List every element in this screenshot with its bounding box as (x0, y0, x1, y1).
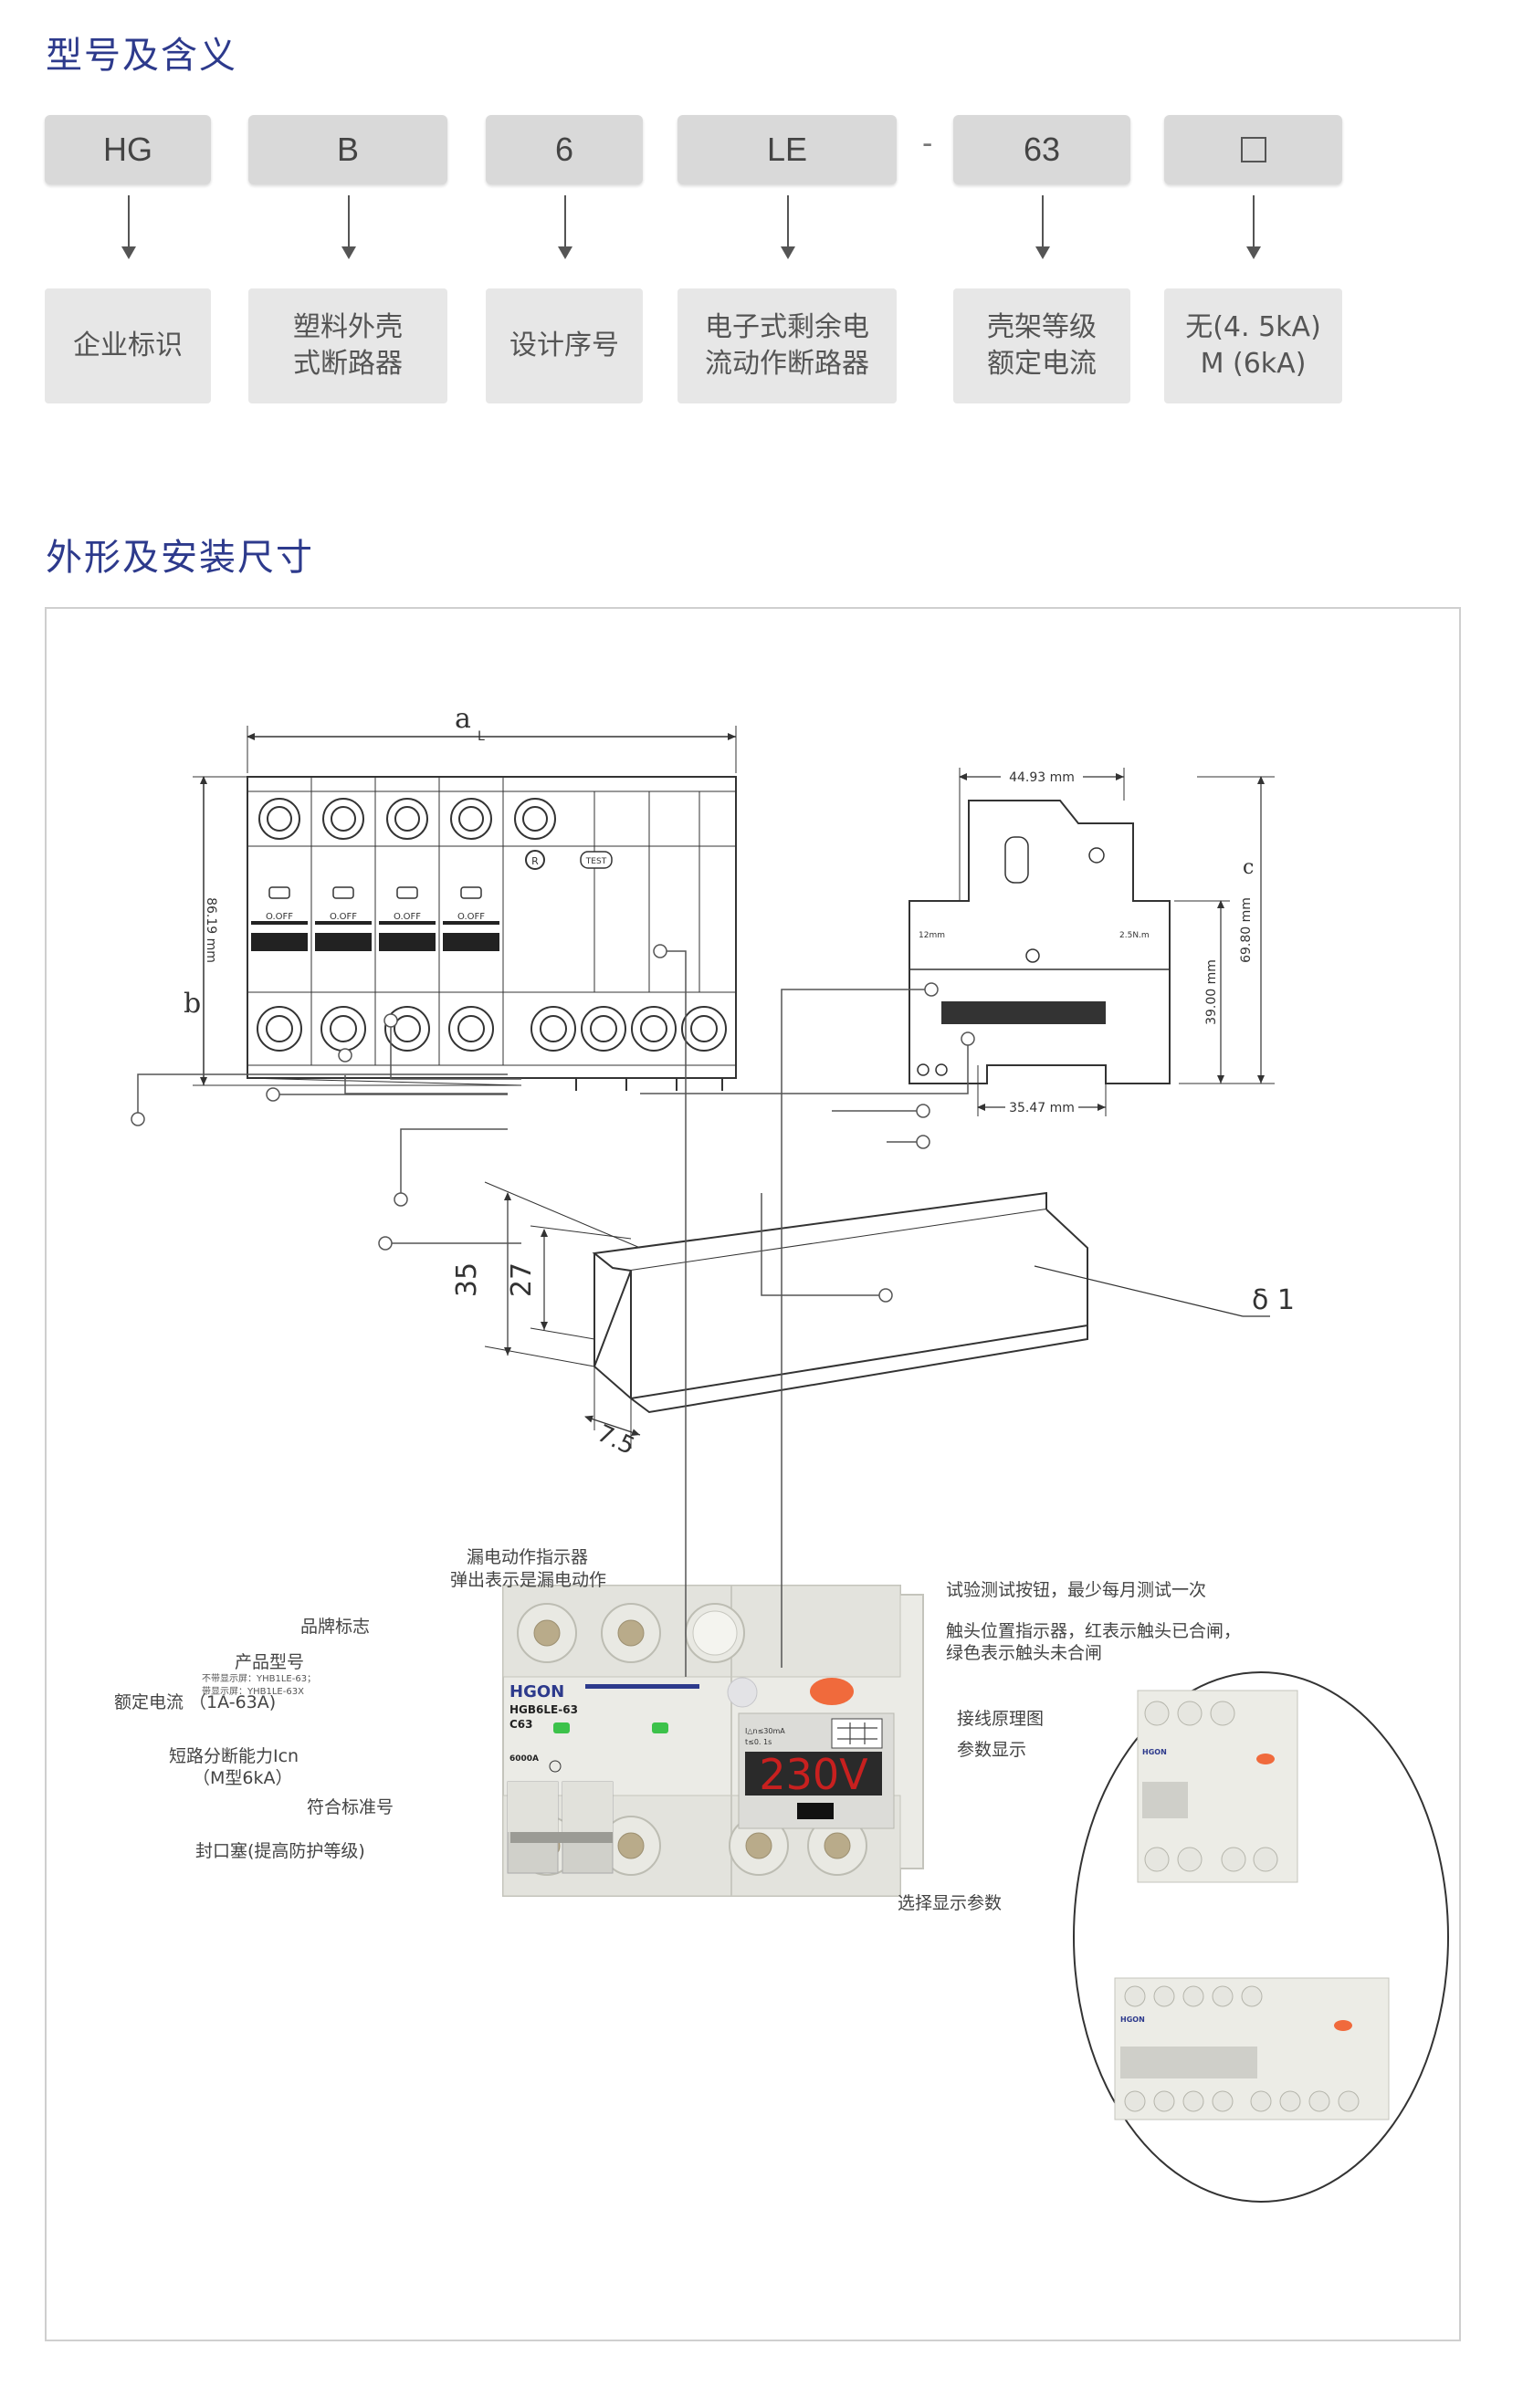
off-label: O.OFF (266, 912, 293, 922)
code-text: HG (103, 131, 152, 168)
product-illustration: HGON HGB6LE-63 C63 6000A I△n≤30mA t≤0. 1… (502, 1585, 924, 1897)
technical-drawings: a L b 86.19 mm (114, 703, 1449, 2203)
meaning-box: 企业标识 (45, 288, 211, 403)
rail-dim-27: 27 (506, 1262, 538, 1297)
code-text: LE (766, 131, 808, 168)
leak-indicator (727, 1677, 758, 1708)
meaning-text: 电子式剩余电 流动作断路器 (705, 311, 869, 380)
device-brand-logo: HGON (509, 1682, 564, 1701)
select-param-switch[interactable] (797, 1803, 834, 1819)
device-trip-time: t≤0. 1s (745, 1738, 772, 1746)
contact-indicator-green (553, 1722, 570, 1733)
code-box-b: B (248, 115, 447, 184)
code-text: B (336, 131, 359, 168)
inset-brand: HGON (1142, 1748, 1167, 1756)
contact-indicator-green (652, 1722, 668, 1733)
code-box-hg: HG (45, 115, 211, 184)
rail-dim-7-5: 7.5 (593, 1419, 638, 1461)
code-box-63: 63 (953, 115, 1130, 184)
label-c: c (1243, 856, 1254, 879)
meaning-text: 壳架等级 额定电流 (987, 311, 1097, 380)
inset-brand: HGON (1120, 2015, 1145, 2024)
drawing-frame: a L b 86.19 mm (45, 607, 1461, 2341)
callout-wiring-diagram: 接线原理图 (957, 1709, 1044, 1729)
model-section-title: 型号及含义 (46, 35, 237, 77)
test-button[interactable] (810, 1678, 854, 1705)
test-button-outline (580, 851, 613, 869)
front-height-dim: 86.19 mm (204, 897, 218, 963)
din-rail-drawing: δ 1 35 27 7.5 (451, 1181, 1295, 1461)
side-right-mark: 2.5N.m (1119, 931, 1150, 940)
callout-contact-indicator-2: 绿色表示触头未合闸 (946, 1643, 1102, 1663)
display-screen (745, 1752, 882, 1796)
code-text: 63 (1023, 131, 1061, 168)
off-label: O.OFF (394, 912, 421, 922)
callout-seal-plug: 封口塞(提高防护等级) (195, 1841, 365, 1861)
side-body-height-dim: 39.00 mm (1204, 959, 1219, 1025)
meaning-box: 设计序号 (486, 288, 643, 403)
callout-param-display: 参数显示 (957, 1740, 1026, 1760)
wiring-diagram-panel (831, 1718, 883, 1749)
callout-product-model: 产品型号 (235, 1652, 304, 1672)
r-label: R (531, 855, 539, 867)
side-view-drawing: 44.93 mm 12mm 2.5N.m c 69.80 mm 39.00 mm… (909, 768, 1275, 1116)
code-box-blank (1164, 115, 1342, 184)
label-b: b (184, 988, 201, 1020)
down-arrow-icon (781, 195, 795, 259)
device-rating: C63 (509, 1718, 533, 1731)
meaning-box: 无(4. 5kA) M (6kA) (1164, 288, 1342, 403)
side-total-height-dim: 69.80 mm (1239, 897, 1254, 963)
callout-product-model-note-1: 不带显示屏：YHB1LE-63； (202, 1673, 316, 1684)
device-trip-text: I△n≤30mA (745, 1727, 785, 1735)
callout-breaking-capacity-1: 短路分断能力Icn (169, 1746, 299, 1766)
blank-square-icon (1240, 137, 1266, 162)
callout-breaking-capacity-2: （M型6kA） (193, 1768, 292, 1788)
callout-dots (131, 944, 975, 1303)
callout-rated-current: 额定电流 （1A-63A) (114, 1692, 276, 1712)
callout-select-param: 选择显示参数 (898, 1893, 1002, 1913)
callout-standard: 符合标准号 (307, 1797, 394, 1817)
down-arrow-icon (341, 195, 356, 259)
callout-leak-indicator-1: 漏电动作指示器 (467, 1547, 588, 1567)
meaning-box: 塑料外壳 式断路器 (248, 288, 447, 403)
front-view-drawing: a L b 86.19 mm (184, 703, 737, 1091)
callout-leak-indicator-2: 弹出表示是漏电动作 (450, 1570, 606, 1590)
rail-thickness: δ 1 (1252, 1284, 1295, 1316)
meaning-text: 塑料外壳 式断路器 (293, 311, 403, 380)
code-box-6: 6 (486, 115, 643, 184)
label-a: a (455, 703, 471, 735)
callout-product-model-note-2: 带显示屏：YHB1LE-63X (202, 1686, 304, 1697)
display-value: 230V (759, 1750, 868, 1799)
meaning-text: 无(4. 5kA) M (6kA) (1185, 311, 1321, 380)
off-label: O.OFF (457, 912, 485, 922)
code-text: 6 (554, 131, 574, 168)
device-breaking: 6000A (509, 1754, 539, 1764)
callout-test-button: 试验测试按钮，最少每月测试一次 (946, 1580, 1206, 1600)
code-box-le: LE (677, 115, 897, 184)
side-top-width-dim: 44.93 mm (1009, 770, 1075, 785)
down-arrow-icon (1035, 195, 1050, 259)
down-arrow-icon (1246, 195, 1261, 259)
side-bottom-width-dim: 35.47 mm (1009, 1101, 1075, 1115)
device-model: HGB6LE-63 (509, 1703, 578, 1716)
meaning-text: 企业标识 (73, 330, 183, 361)
meaning-box: 壳架等级 额定电流 (953, 288, 1130, 403)
off-label: O.OFF (330, 912, 357, 922)
callout-contact-indicator-1: 触头位置指示器，红表示触头已合闸， (946, 1621, 1241, 1641)
side-left-mark: 12mm (919, 931, 945, 940)
rail-dim-35: 35 (451, 1262, 483, 1297)
meaning-text: 设计序号 (509, 330, 619, 361)
callout-lines (137, 950, 969, 1677)
down-arrow-icon (121, 195, 136, 259)
meaning-box: 电子式剩余电 流动作断路器 (677, 288, 897, 403)
test-label: TEST (585, 857, 607, 866)
variants-oval-inset: HGON HGON (1073, 1671, 1449, 2203)
dimensions-section-title: 外形及安装尺寸 (46, 537, 314, 579)
label-L: L (478, 729, 485, 744)
down-arrow-icon (558, 195, 572, 259)
code-separator: - (922, 126, 933, 161)
callout-brand-logo: 品牌标志 (300, 1617, 370, 1637)
